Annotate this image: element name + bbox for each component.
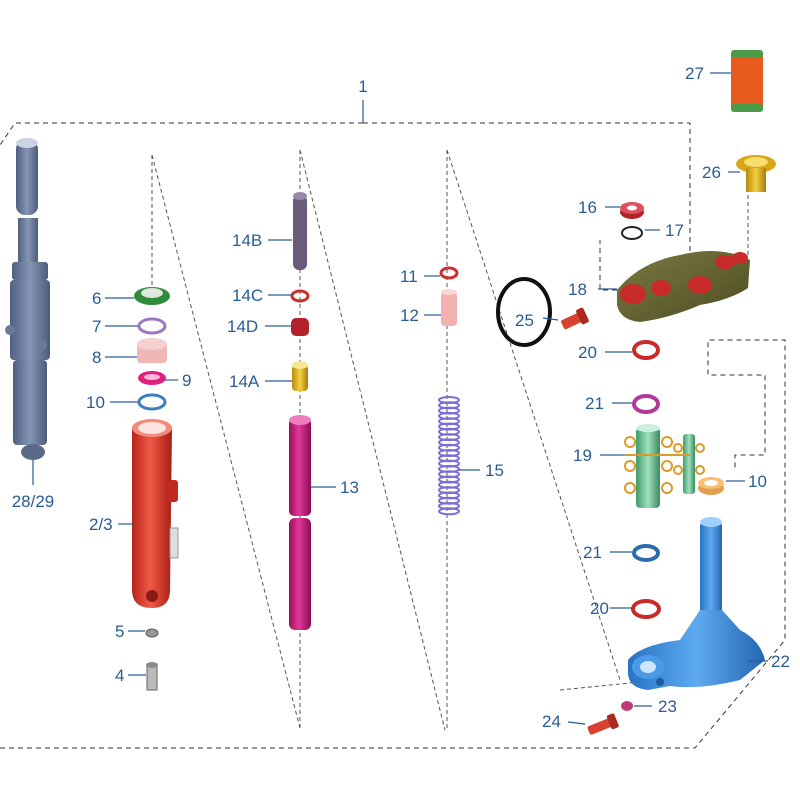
leader-lines bbox=[105, 239, 480, 676]
label-9: 9 bbox=[182, 371, 191, 390]
upper-bearing-parts bbox=[605, 340, 660, 414]
spring-coil bbox=[438, 507, 460, 516]
steering-bearing-part bbox=[600, 424, 705, 508]
label-7: 7 bbox=[92, 317, 101, 336]
label-25: 25 bbox=[515, 311, 534, 330]
spring-stack-parts bbox=[438, 266, 460, 516]
label-26: 26 bbox=[702, 163, 721, 182]
label-19: 19 bbox=[573, 446, 592, 465]
label-14B: 14B bbox=[232, 231, 262, 250]
label-14C: 14C bbox=[232, 286, 263, 305]
stem-bolt-parts bbox=[567, 701, 652, 735]
label-27: 27 bbox=[685, 64, 704, 83]
outer-tube-part bbox=[5, 138, 50, 485]
label-10-right: 10 bbox=[748, 472, 767, 491]
label-12: 12 bbox=[400, 306, 419, 325]
fork-leg-part bbox=[132, 419, 179, 608]
lower-seal-part bbox=[698, 477, 745, 495]
label-4: 4 bbox=[115, 666, 124, 685]
label-6: 6 bbox=[92, 289, 101, 308]
label-21-lower: 21 bbox=[583, 543, 602, 562]
label-10-left: 10 bbox=[86, 393, 105, 412]
top-bridge-part bbox=[598, 251, 750, 322]
label-21-upper: 21 bbox=[585, 394, 604, 413]
steering-nut-part bbox=[728, 155, 776, 192]
label-8: 8 bbox=[92, 348, 101, 367]
damper-rod-parts bbox=[290, 192, 310, 391]
lower-bearing-parts bbox=[610, 544, 661, 619]
label-14A: 14A bbox=[229, 372, 260, 391]
label-24: 24 bbox=[542, 712, 561, 731]
label-17: 17 bbox=[665, 221, 684, 240]
part-labels: 1 28/29 6 7 8 9 10 2/3 5 4 14B 14C 14D 1… bbox=[12, 64, 790, 731]
drain-bolt-parts bbox=[145, 628, 159, 691]
label-20-lower: 20 bbox=[590, 599, 609, 618]
stem-nut-parts bbox=[605, 202, 660, 240]
label-14D: 14D bbox=[227, 317, 258, 336]
label-20-upper: 20 bbox=[578, 343, 597, 362]
label-1: 1 bbox=[358, 77, 367, 96]
inner-tube-part bbox=[289, 415, 311, 630]
damper-rubber-part bbox=[710, 50, 763, 112]
fork-seal-stack bbox=[134, 287, 170, 411]
assembly-boundary bbox=[0, 100, 786, 749]
label-11: 11 bbox=[400, 267, 418, 286]
steering-stem-part bbox=[628, 517, 768, 690]
label-2-3: 2/3 bbox=[89, 515, 113, 534]
highlighted-bolt-25 bbox=[496, 277, 589, 347]
label-18: 18 bbox=[568, 280, 587, 299]
label-22: 22 bbox=[771, 652, 790, 671]
label-28-29: 28/29 bbox=[12, 492, 55, 511]
label-16: 16 bbox=[578, 198, 597, 217]
label-23: 23 bbox=[658, 697, 677, 716]
label-13: 13 bbox=[340, 478, 359, 497]
label-15: 15 bbox=[485, 461, 504, 480]
label-5: 5 bbox=[115, 622, 124, 641]
